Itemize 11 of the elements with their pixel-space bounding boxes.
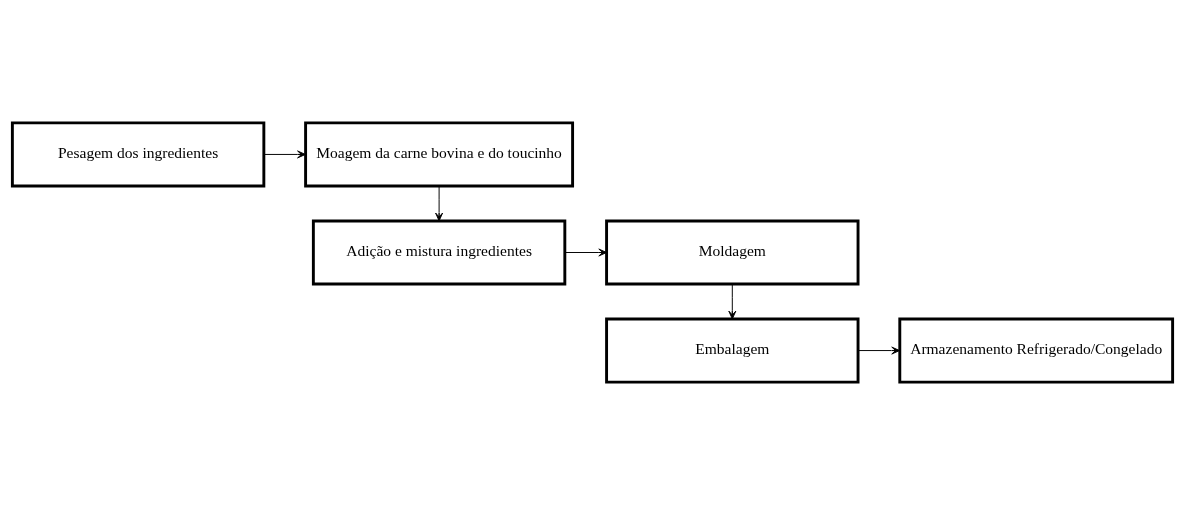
arrow	[435, 185, 444, 222]
arrow	[564, 248, 608, 257]
node-box: Pesagem dos ingredientes	[10, 121, 266, 188]
node-box: Moagem da carne bovina e do toucinho	[304, 121, 575, 188]
node-box: Armazenamento Refrigerado/Congelado	[898, 317, 1175, 384]
arrow	[728, 283, 737, 320]
arrow	[857, 346, 900, 355]
node-box: Adição e mistura ingredientes	[311, 219, 567, 286]
node-box: Embalagem	[605, 317, 860, 384]
node-box: Moldagem	[605, 219, 860, 286]
arrow	[263, 150, 306, 159]
